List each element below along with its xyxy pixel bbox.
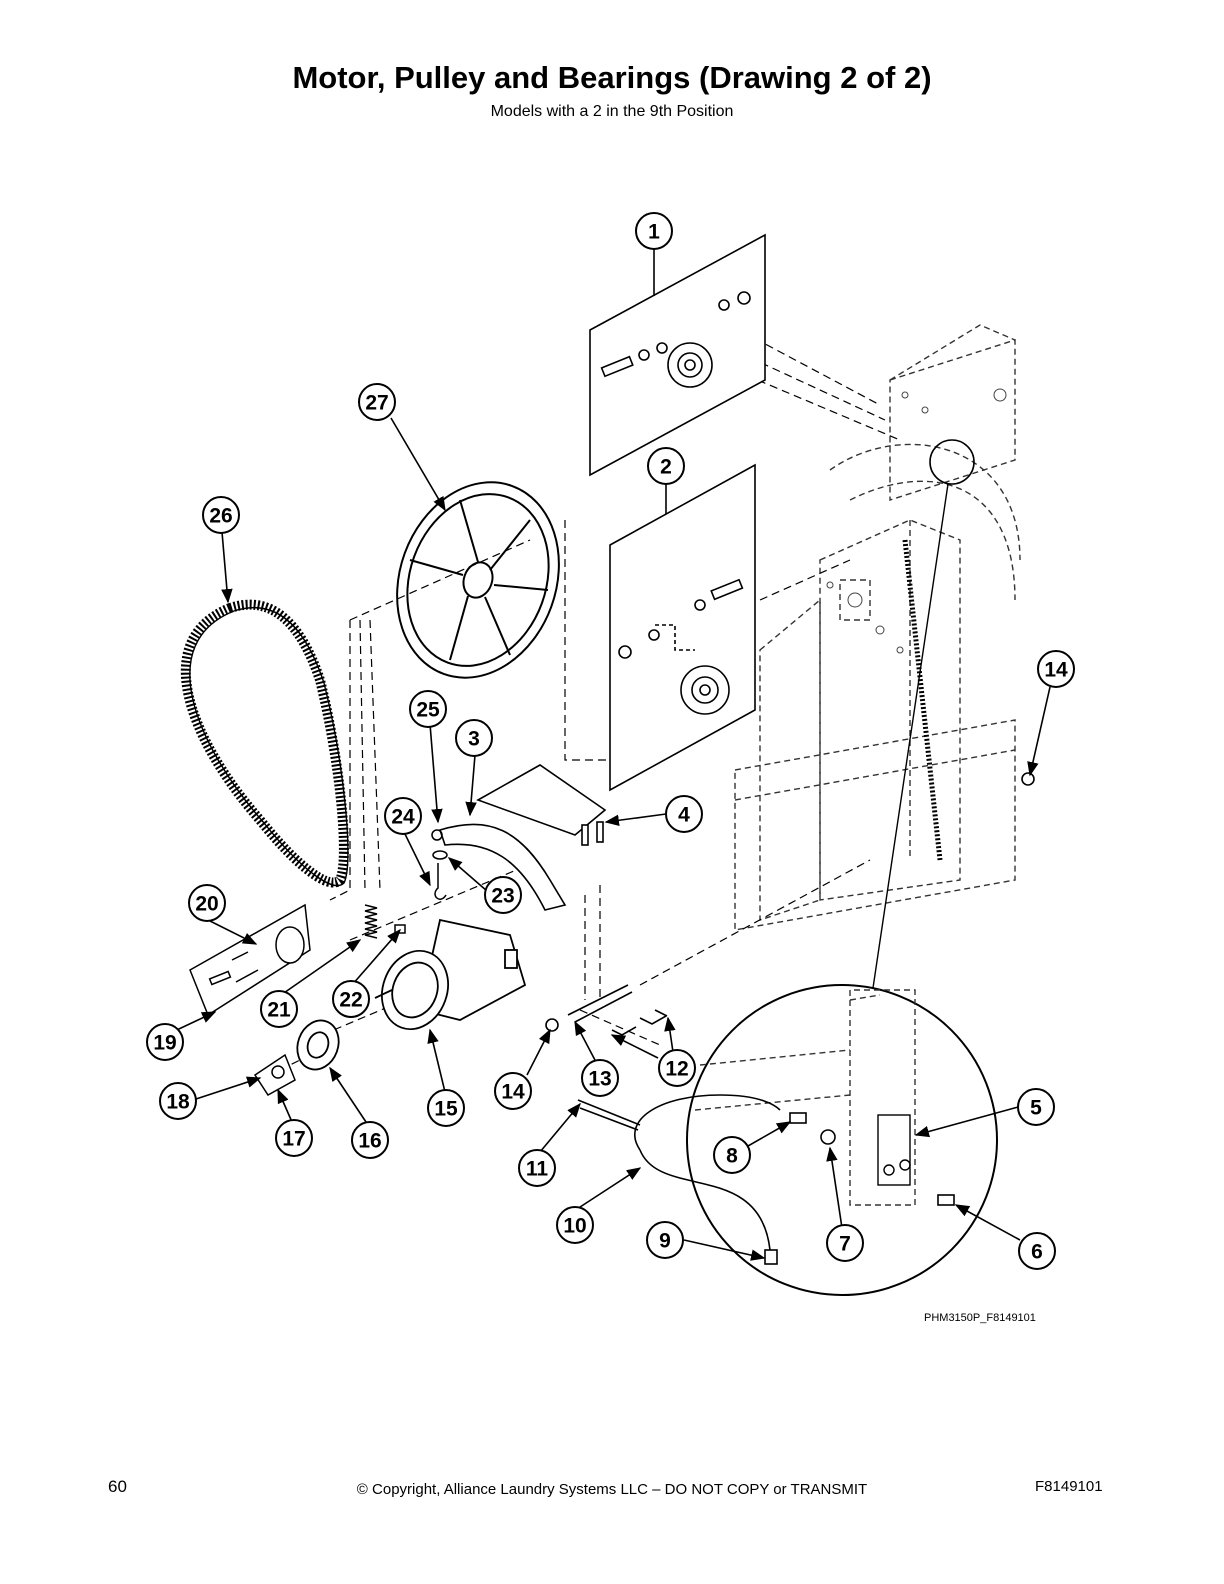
copyright-notice: © Copyright, Alliance Laundry Systems LL…	[356, 1481, 868, 1498]
motor-pulley	[296, 1019, 340, 1071]
callout-5: 5	[1030, 1097, 1042, 1120]
page-subtitle: Models with a 2 in the 9th Position	[490, 103, 734, 120]
bearing-kit-panel-1	[589, 233, 766, 477]
frame-detail-holes	[826, 388, 1007, 654]
detail-port-plate	[877, 1114, 911, 1186]
callout-2: 2	[660, 456, 672, 479]
bracket-leaders	[653, 248, 667, 514]
callout-20: 20	[195, 893, 218, 916]
callout-24: 24	[391, 806, 415, 829]
taper-bushing	[253, 1053, 296, 1096]
callout-1: 1	[648, 221, 660, 244]
callout-10: 10	[563, 1215, 586, 1238]
callout-19: 19	[153, 1032, 176, 1055]
page-title: Motor, Pulley and Bearings (Drawing 2 of…	[292, 60, 932, 95]
drawing-code: PHM3150P_F8149101	[924, 1312, 1036, 1324]
callout-15: 15	[434, 1098, 458, 1121]
hub-kit-panel	[189, 903, 311, 1017]
callout-25: 25	[416, 699, 440, 722]
drive-belt	[180, 599, 349, 888]
callout-bubbles	[146, 212, 1075, 1270]
tension-hardware	[364, 829, 448, 939]
detail-magnifier-circle	[686, 984, 998, 1296]
callout-21: 21	[267, 999, 291, 1022]
drive-motor	[374, 918, 527, 1031]
callout-11: 11	[526, 1158, 549, 1181]
callout-7: 7	[839, 1233, 851, 1256]
detail-leader-line	[872, 483, 949, 989]
callout-26: 26	[209, 505, 232, 528]
callout-16: 16	[358, 1130, 381, 1153]
callout-13: 13	[588, 1068, 611, 1091]
callout-22: 22	[339, 989, 362, 1012]
callout-18: 18	[166, 1091, 190, 1114]
document-number: F8149101	[1035, 1478, 1103, 1495]
drive-pulley	[396, 481, 560, 679]
detail-source-circle	[929, 439, 975, 485]
frame-serrated-edge	[902, 539, 943, 861]
machine-frame	[734, 324, 1021, 931]
callout-14-upper: 14	[1044, 659, 1068, 682]
grease-line-assembly	[577, 772, 1035, 1265]
callout-8: 8	[726, 1145, 738, 1168]
callout-14-lower: 14	[501, 1081, 525, 1104]
callout-27: 27	[365, 392, 388, 415]
callout-4: 4	[678, 804, 690, 827]
callout-9: 9	[659, 1230, 671, 1253]
bearing-kit-panel-2	[609, 463, 756, 792]
assembly-dashed-lines	[279, 319, 901, 1071]
callout-6: 6	[1031, 1241, 1043, 1264]
motor-bracket	[438, 764, 607, 911]
callout-12: 12	[665, 1058, 688, 1081]
callout-17: 17	[282, 1128, 305, 1151]
callout-23: 23	[491, 885, 514, 908]
leader-arrows	[163, 417, 1051, 1261]
detail-frame-corner	[694, 989, 916, 1206]
page-number: 60	[108, 1477, 127, 1496]
callout-3: 3	[468, 728, 480, 751]
pivot-shaft	[545, 984, 668, 1036]
